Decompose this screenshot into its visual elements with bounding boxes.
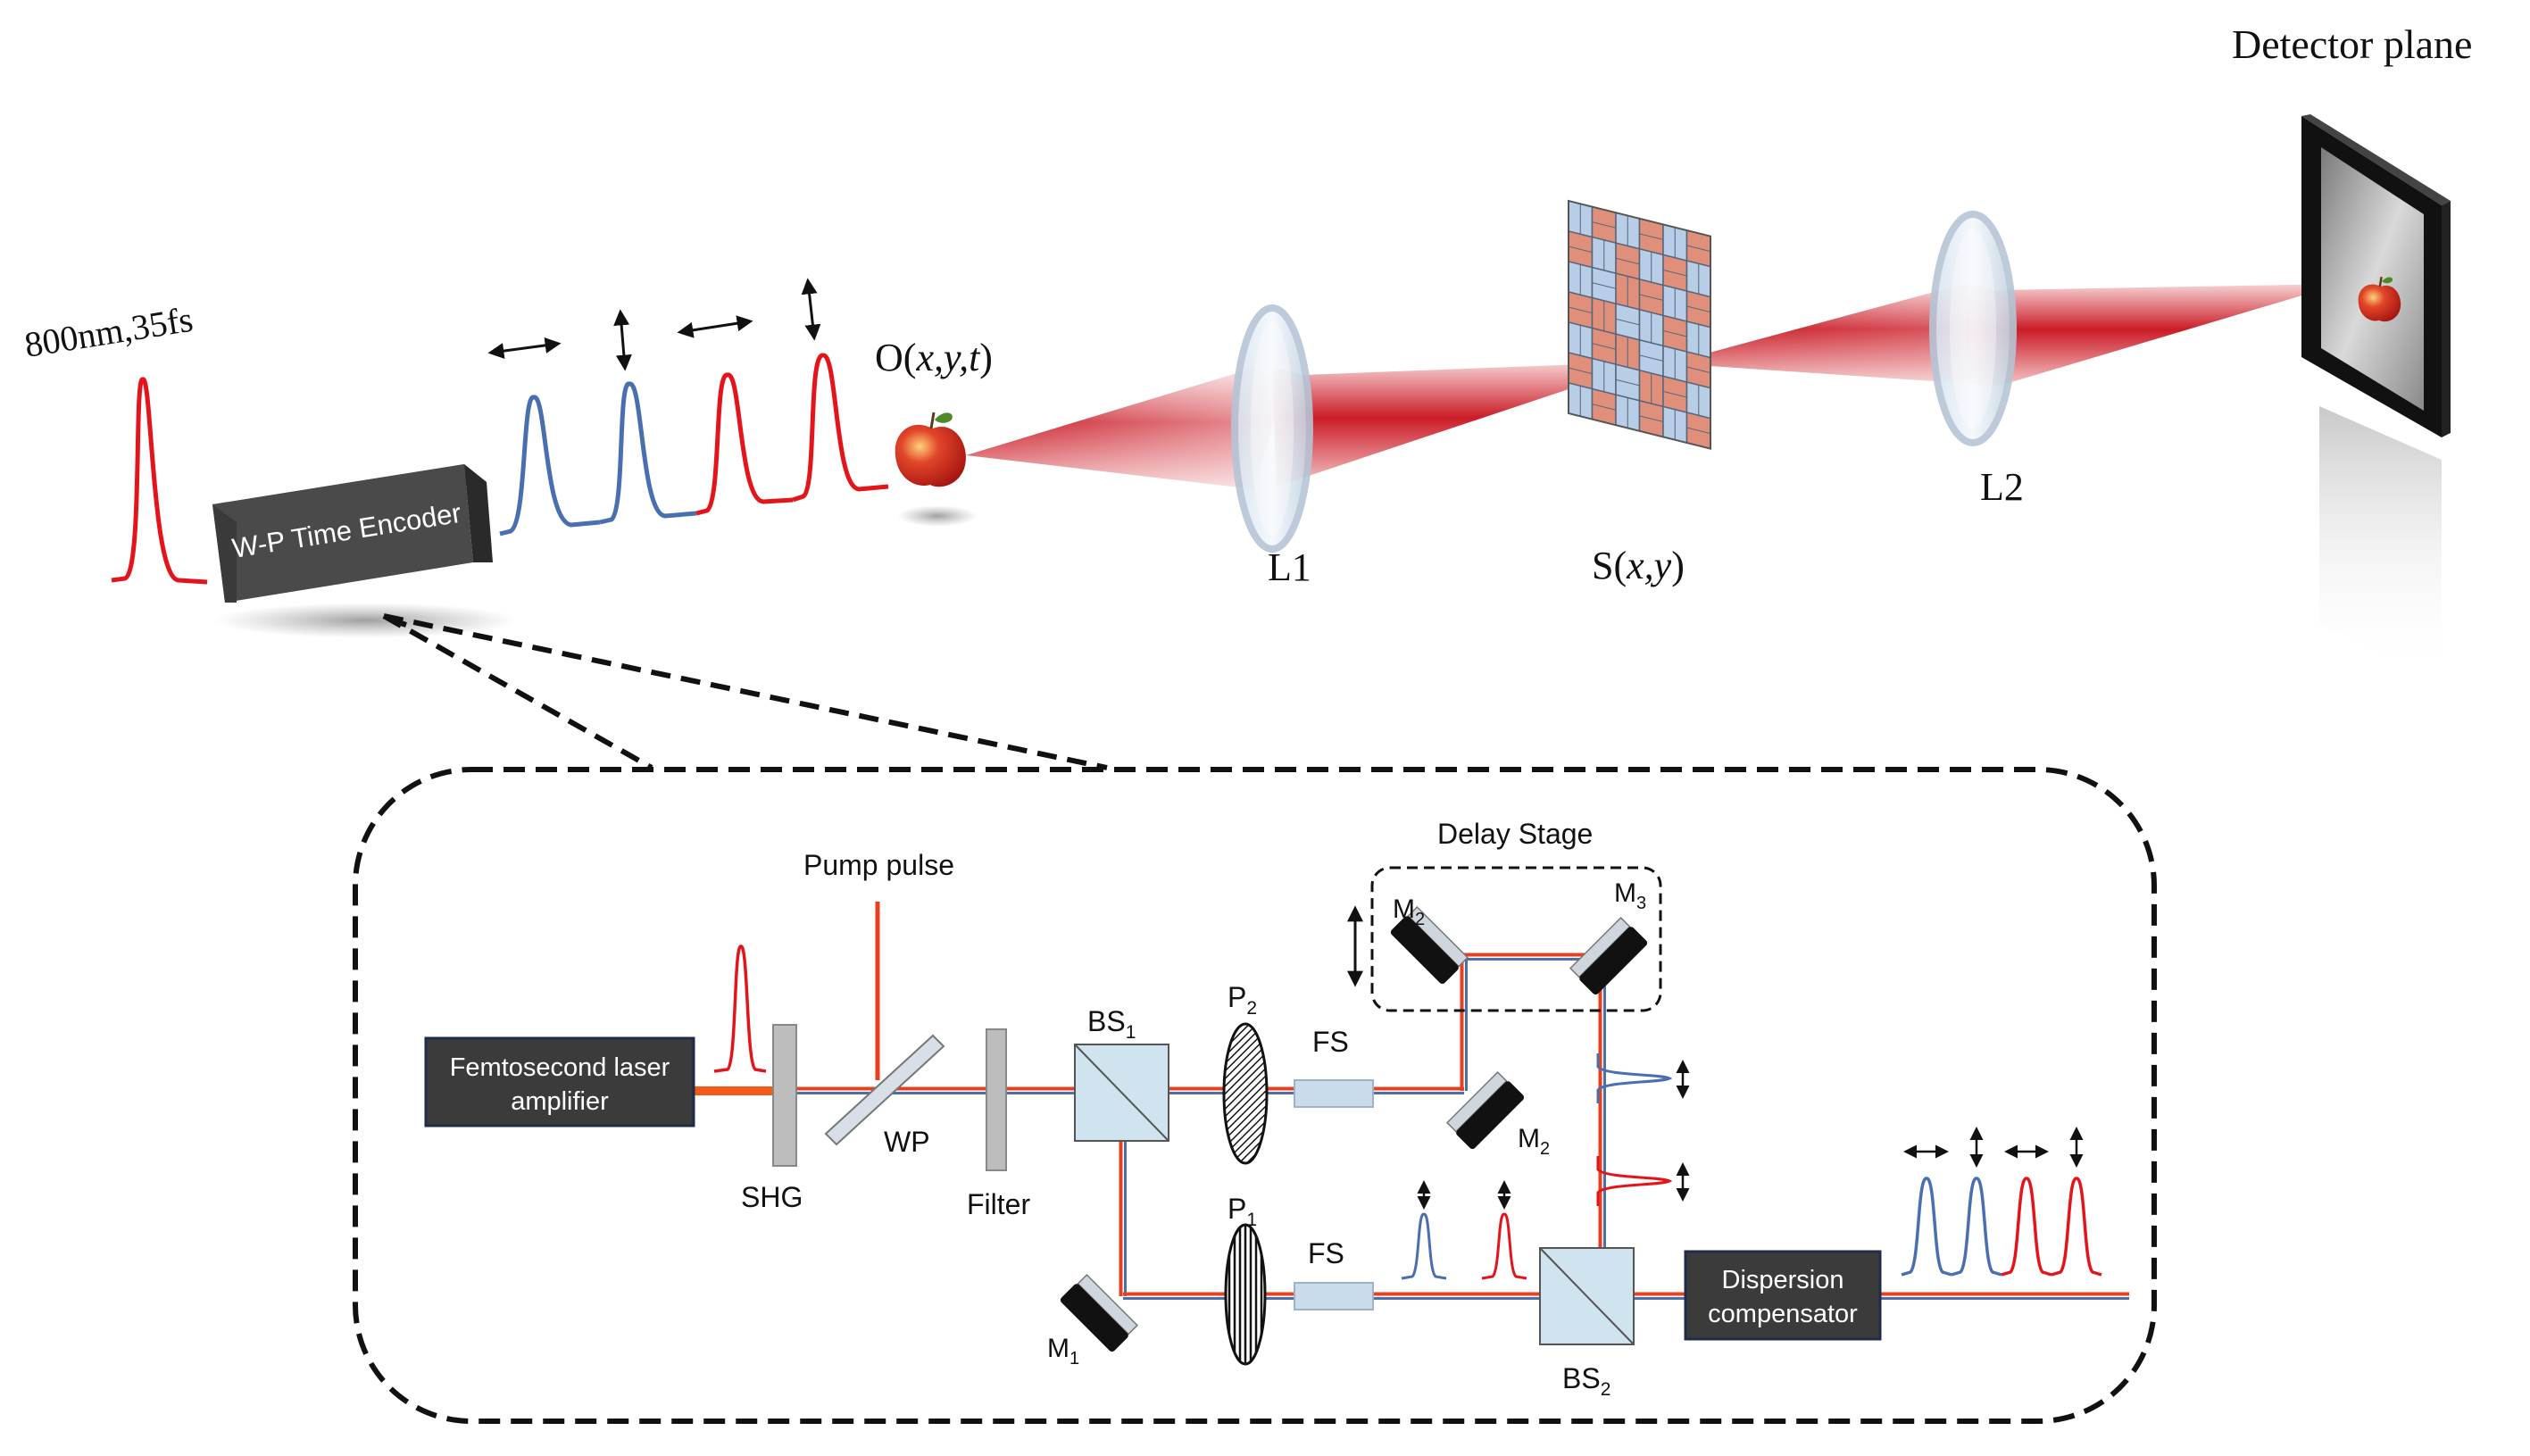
detector-label: Detector plane [2232,21,2472,67]
m1-label: M1 [1047,1334,1079,1369]
object-label: O(x,y,t) [875,336,993,379]
mirror-icon [1060,1273,1139,1352]
encoder-box [212,464,518,638]
arrow-icon [487,337,562,360]
dispersion-line2: compensator [1708,1300,1858,1328]
p1-label: P1 [1228,1193,1257,1230]
inset-beams [695,902,2129,1300]
laser-label-line1: Femtosecond laser [450,1053,670,1082]
dispersion-compensator [1684,1250,1882,1341]
inset-small-pulses [1401,1053,1690,1280]
bs1-label: BS1 [1087,1005,1136,1043]
dispersion-line1: Dispersion [1722,1266,1844,1294]
mirrors [1060,905,1648,1352]
delay-stage-frame [1370,866,1662,1012]
bs2-label: BS2 [1562,1362,1610,1400]
lens-l1 [1231,304,1313,553]
pulse-after-laser [713,944,767,1073]
object-apple [895,412,978,527]
delay-stage-label: Delay Stage [1437,818,1593,850]
arrow-icon [677,315,753,338]
lens-l2 [1929,211,2017,446]
lens-icon [1929,211,2017,446]
filter-label: Filter [967,1188,1030,1220]
inset-frame [353,767,2157,1424]
fs-lower [1294,1282,1374,1310]
mirror-icon [1390,905,1469,985]
fs-upper [1294,1079,1374,1108]
shg-crystal [772,1024,797,1167]
polarizer-p2 [1222,1022,1269,1165]
input-pulse [111,377,208,585]
fs-upper-label: FS [1312,1026,1349,1058]
coding-mask [1568,199,1711,450]
beam-path [966,284,2341,489]
arrow-icon [613,309,632,371]
laser-box [424,1036,695,1127]
filter [986,1028,1007,1171]
wp-label: WP [884,1126,930,1158]
lens-icon [1231,304,1313,553]
apple-icon [2358,277,2401,322]
detector [2301,114,2451,678]
polarizer-p1 [1224,1223,1267,1366]
bs2 [1539,1247,1635,1345]
encoded-pulse-train [499,353,889,537]
bs1 [1074,1044,1169,1142]
polarizer-icon [1222,1022,1269,1165]
mask-label: S(x,y) [1592,544,1685,587]
fs-lower-label: FS [1308,1237,1344,1269]
shg-label: SHG [741,1181,803,1213]
polarization-arrows [487,278,821,371]
polarizer-icon [1224,1223,1267,1366]
mirror-icon [1445,1070,1525,1150]
mirror-icon [1569,916,1648,995]
pump-label: Pump pulse [803,849,954,881]
beamsplitter-icon [1074,1044,1169,1142]
lens2-label: L2 [1980,465,2024,509]
callout-lines [382,613,1108,770]
p2-label: P2 [1228,981,1257,1019]
beamsplitter-icon [1539,1247,1635,1345]
pulse-label: 800nm,35fs [21,299,196,365]
laser-label-line2: amplifier [511,1087,609,1116]
wave-plate [824,1034,945,1146]
lens1-label: L1 [1268,545,1311,589]
m2-top-label: M2 [1393,894,1425,929]
arrow-icon [801,278,821,341]
m2-right-label: M2 [1518,1124,1550,1159]
m3-label: M3 [1614,878,1646,913]
apple-icon [895,412,966,487]
inset-output-pulses [1901,1127,2102,1277]
